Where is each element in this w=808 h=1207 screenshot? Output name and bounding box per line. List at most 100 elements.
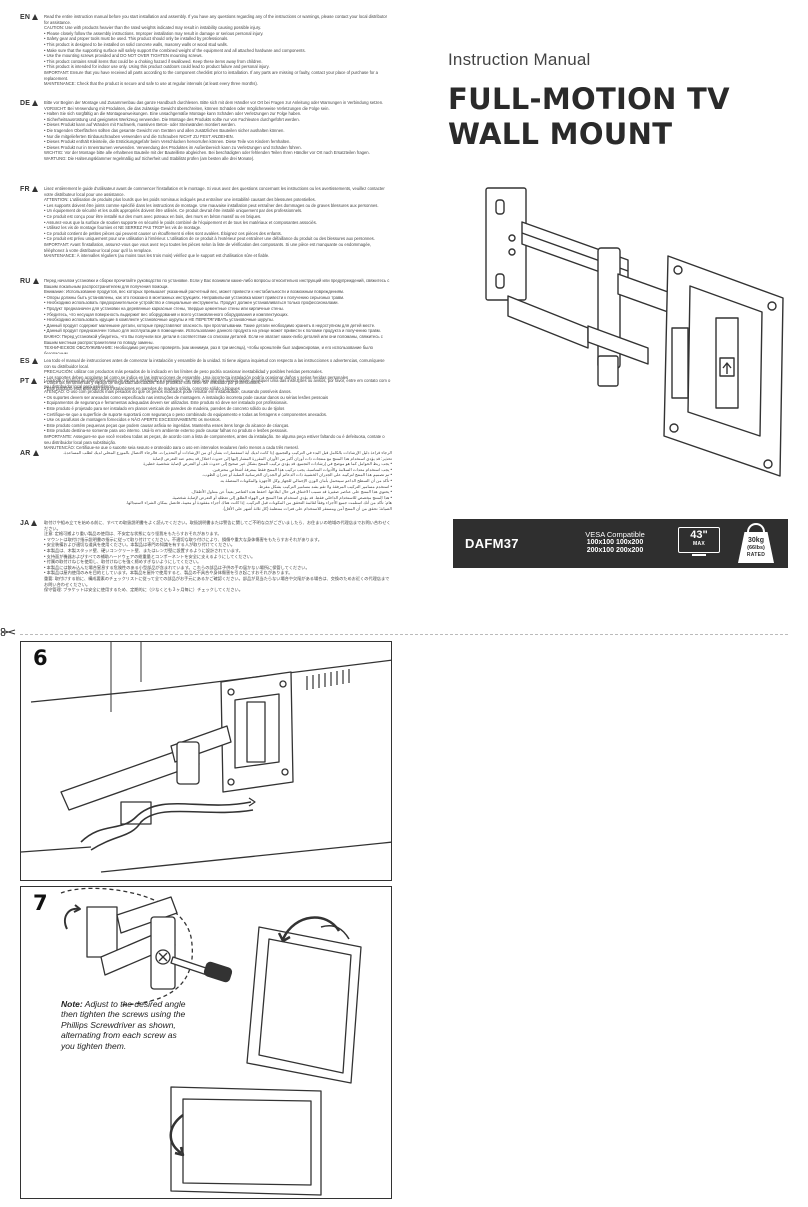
warning-line: IMPORTANT: Ensure that you have received… <box>44 69 378 81</box>
language-tag-pt: PT <box>20 378 38 385</box>
warning-line: • Utilice las herramientas y equipo de s… <box>44 380 262 386</box>
warning-line: MANUTENÇÃO: Certifique-se que o suporte … <box>44 445 300 449</box>
step-6-number: 6 <box>33 646 48 670</box>
tilt-arrow <box>281 916 341 940</box>
scissors-icon <box>0 628 16 636</box>
wall-edge <box>30 659 391 703</box>
warning-text-fr: Lisez entièrement le guide d'utilisateur… <box>44 186 392 275</box>
warning-line: • Данный продукт содержит маленькие дета… <box>44 322 376 328</box>
warning-line: • 支持面が機器およびすべての補助ハードウェアの総重量とコンポーネントを安全に支… <box>44 553 256 559</box>
warning-block-ar: AR الرجاء قراءة دليل الإرشادات بالكامل ق… <box>20 450 392 518</box>
warning-block-en: EN Read the entire instruction manual be… <box>20 14 392 97</box>
warning-line: تحذير: قد يؤدي استخدام هذا المنتج مع منت… <box>152 455 392 461</box>
warning-triangle-icon <box>31 520 38 526</box>
warning-line: • Este produto destina-se somente para u… <box>44 428 288 434</box>
step-7-illustration <box>60 887 362 1196</box>
warning-line: • This product contains small items that… <box>44 58 263 64</box>
warning-text-es: Lea todo el manual de instrucciones ante… <box>44 358 392 391</box>
warning-line: • Dieses Produkt nur in Innenräumen verw… <box>44 144 302 150</box>
warning-line: ВАЖНО: Перед установкой убедитесь, что В… <box>44 333 383 345</box>
warning-line: • 付属の取付けねじを使用し、取付けねじを強く締めすぎないようにしてください。 <box>44 559 202 565</box>
warning-line: • Les supports doivent être joints comme… <box>44 202 379 208</box>
warning-line: • Use os parafusos de montagem fornecido… <box>44 417 221 423</box>
cable <box>80 801 252 843</box>
weight-capacity-lbs: (66lbs) <box>747 545 765 551</box>
vesa-sizes-line-1: 100x100 100x200 <box>586 539 644 546</box>
warning-triangle-icon <box>31 186 38 192</box>
wall-mount-illustration <box>485 187 784 477</box>
warning-text-ja: 取付けや組み立てを始める前に、すべての取扱説明書をよく読んでください。取扱説明書… <box>44 520 392 600</box>
warning-triangle-icon <box>32 100 39 106</box>
warning-triangle-icon <box>32 14 39 20</box>
warning-line: • Certifique-se que a superfície de supo… <box>44 411 328 417</box>
warning-line: WICHTIG: Vor der Montage bitte alle erha… <box>44 150 370 156</box>
product-title-line-2: WALL MOUNT <box>448 117 673 151</box>
weight-body-icon <box>738 532 774 563</box>
warning-block-fr: FR Lisez entièrement le guide d'utilisat… <box>20 186 392 275</box>
warning-line: ATTENTION: L'utilisation de produits plu… <box>44 197 316 203</box>
vesa-sizes-line-2: 200x100 200x200 <box>586 547 644 554</box>
step-7-note-label: Note: <box>61 999 83 1009</box>
warning-line: • Utilisez les vis de montage fournies e… <box>44 225 202 231</box>
warning-line: الرجاء قراءة دليل الإرشادات بالكامل قبل … <box>63 450 392 455</box>
wall-plate <box>485 187 527 301</box>
language-tag-ar: AR <box>20 450 39 457</box>
cable-clip <box>120 801 152 825</box>
warning-line: Lea todo el manual de instrucciones ante… <box>44 358 385 369</box>
warning-line: IMPORTANT: Avant l'installation, assurez… <box>44 241 372 253</box>
warning-line: • يجب استخدام معدات السلامة والأدوات الم… <box>212 466 392 472</box>
warning-line: • Nur die mitgelieferten Einbauschrauben… <box>44 133 234 139</box>
weight-handle-icon <box>747 523 765 533</box>
warning-line: • Make sure that the supporting surface … <box>44 47 306 53</box>
warning-line: • Необходимо использовать идущие в компл… <box>44 317 274 323</box>
step-6-illustration <box>21 642 391 873</box>
warning-line: • يحتوي هذا المنتج على عناصر صغيرة قد تس… <box>191 489 392 495</box>
warning-line: • استخدم مسامير التركيب المرفقة ولا تقم … <box>258 483 392 489</box>
language-tag-ja: JA <box>20 520 38 527</box>
warning-line: Leia todo o manual de instruções antes d… <box>44 378 391 389</box>
warning-line: 取付けや組み立てを始める前に、すべての取扱説明書をよく読んでください。取扱説明書… <box>44 520 391 531</box>
warning-line: • Este produto é projetado para ser inst… <box>44 405 285 411</box>
warning-line: • This product is intended for indoor us… <box>44 64 270 70</box>
language-tag-en: EN <box>20 14 39 21</box>
warning-line: • Please closely follow the assembly ins… <box>44 30 264 36</box>
warning-line: • Dieses Produkt enthält Kleinteile, die… <box>44 139 291 145</box>
step-7-number: 7 <box>33 891 48 915</box>
step-6-panel: 6 <box>20 641 392 881</box>
warning-line: • تأكد من أن السطح الداعم سيتحمل بأمان ا… <box>219 477 392 483</box>
tv-stand-icon <box>692 554 706 556</box>
warning-line: WARTUNG: Die Halterungsklammer regelmäßi… <box>44 155 255 161</box>
warning-line: • Опоры должны быть установлены, как это… <box>44 294 345 300</box>
warning-line: CAUTION: Use with products heavier than … <box>44 25 262 31</box>
warning-text-ar: الرجاء قراءة دليل الإرشادات بالكامل قبل … <box>44 450 392 518</box>
warning-line: • Ce produit contient de petites pièces … <box>44 230 282 236</box>
warning-line: • 本製品は屋内使用のみを目的としています。本製品を屋外で使用すると、製品の不具… <box>44 570 293 576</box>
warning-line: • يجب ربط الحوامل كما هو موضح في إرشادات… <box>143 461 392 467</box>
warning-line: IMPORTANTE: Assegure-se que você recebeu… <box>44 433 385 445</box>
warning-line: • 安全装備および適切な道具を使用ください。本製品は専門の知識を有する人が取り付… <box>44 542 235 548</box>
warning-line: ТЕХНИЧЕСКОЕ ОБСЛУЖИВАНИЕ: Необходимо рег… <box>44 345 374 354</box>
warning-line: Lisez entièrement le guide d'utilisateur… <box>44 186 385 197</box>
warning-text-pt: Leia todo o manual de instruções antes d… <box>44 378 392 449</box>
warning-line: • Данный продукт предназначен только для… <box>44 328 381 334</box>
language-tag-ru: RU <box>20 278 39 285</box>
detail-callout <box>60 887 193 1006</box>
vesa-compatibility: VESA Compatible 100x100 100x200 200x100 … <box>565 530 665 555</box>
screwdriver-handle <box>203 961 233 983</box>
warning-line: 重要: 取付けする前に、構成要素のチェックリストに従って全ての部品がお手元にある… <box>44 575 390 587</box>
vesa-title: VESA Compatible <box>585 530 645 539</box>
warning-block-ja: JA 取付けや組み立てを始める前に、すべての取扱説明書をよく読んでください。取扱… <box>20 520 392 600</box>
step-7-note-text: Adjust to the desired angle then tighten… <box>61 999 186 1051</box>
product-title: FULL-MOTION TV WALL MOUNT <box>448 82 788 152</box>
warning-line: • Продукт предназначен для установки на … <box>44 305 284 311</box>
model-number: DAFM37 <box>465 536 519 551</box>
warning-line: Bitte vor Beginn der Montage und Zusamme… <box>44 100 384 105</box>
warning-block-ru: RU Перед началом установки и сборки проч… <box>20 278 392 354</box>
language-tag-es: ES <box>20 358 38 365</box>
weight-rated-label: RATED <box>746 552 766 558</box>
warning-line: MAINTENANCE: Check that the product is s… <box>44 81 258 87</box>
warning-triangle-icon <box>31 378 38 384</box>
warning-line: • Os suportes devem ser anexados como es… <box>44 394 329 400</box>
warning-line: • Die tragenden Oberflächen sollten das … <box>44 127 285 133</box>
warning-triangle-icon <box>32 450 39 456</box>
